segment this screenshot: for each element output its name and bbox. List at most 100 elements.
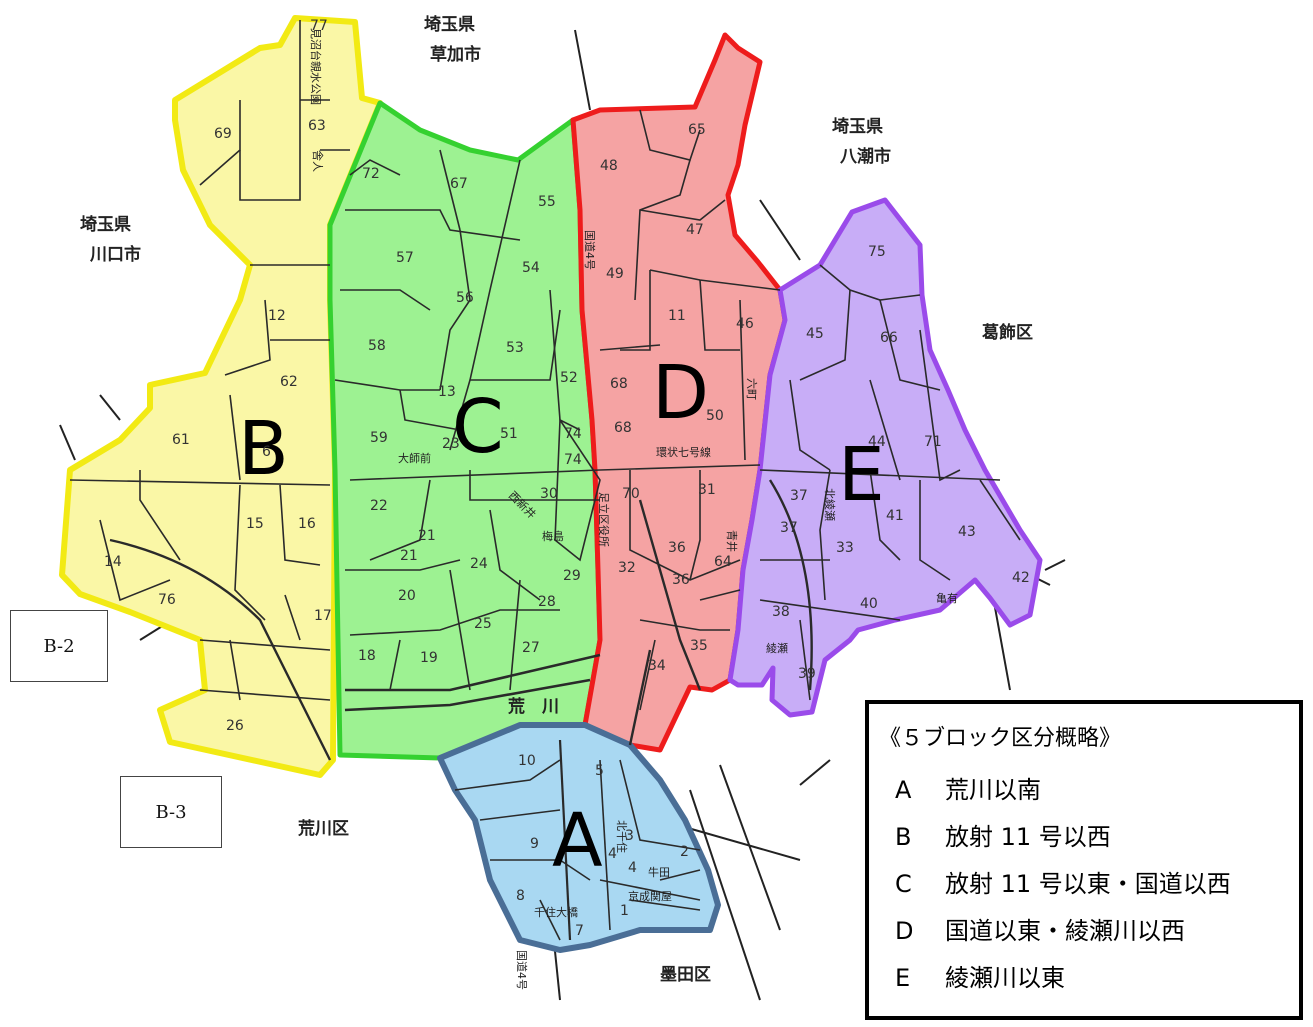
- district-number: 64: [714, 554, 732, 570]
- district-number: 36: [672, 572, 690, 588]
- district-number: 66: [880, 330, 898, 346]
- label-arakawa-river: 荒 川: [507, 696, 559, 717]
- district-number: 12: [268, 308, 286, 324]
- district-number: 76: [158, 592, 176, 608]
- district-number: 17: [314, 608, 332, 624]
- legend-code: E: [895, 964, 911, 992]
- district-number: 10: [518, 753, 536, 769]
- district-number: 25: [474, 616, 492, 632]
- block-letter-e: E: [838, 432, 885, 518]
- district-number: 5: [595, 763, 604, 779]
- district-number: 27: [522, 640, 540, 656]
- side-label-b2-text: B-2: [43, 635, 75, 657]
- district-number: 57: [396, 250, 414, 266]
- district-number: 22: [370, 498, 388, 514]
- district-number: 42: [1012, 570, 1030, 586]
- side-label-b3-text: B-3: [155, 801, 187, 823]
- district-number: 21: [400, 548, 418, 564]
- block-letter-c: C: [452, 384, 504, 470]
- district-number: 37: [780, 520, 798, 536]
- district-number: 18: [358, 648, 376, 664]
- block-letter-a: A: [552, 798, 603, 884]
- district-number: 51: [500, 426, 518, 442]
- district-number: 39: [798, 666, 816, 682]
- label-kitasenju: 北千住: [615, 820, 629, 853]
- district-number: 68: [614, 420, 632, 436]
- district-number: 29: [563, 568, 581, 584]
- district-number: 44: [868, 434, 886, 450]
- district-number: 26: [226, 718, 244, 734]
- label-arakawa-ward: 荒川区: [297, 818, 349, 839]
- legend-title: 《５ブロック区分概略》: [879, 726, 1122, 751]
- district-number: 7: [575, 923, 584, 939]
- legend-row-e: E 綾瀬川以東: [895, 958, 1065, 993]
- label-umejima: 梅島: [542, 529, 564, 543]
- legend-text: 綾瀬川以東: [945, 964, 1065, 992]
- block-letter-d: D: [652, 350, 709, 436]
- district-number: 16: [298, 516, 316, 532]
- label-rokucho: 六町: [745, 378, 758, 400]
- block-letter-b: B: [238, 406, 289, 492]
- label-ushida: 牛田: [648, 865, 670, 879]
- district-number: 68: [610, 376, 628, 392]
- label-yashio: 八潮市: [840, 146, 891, 167]
- district-number: 72: [362, 166, 380, 182]
- label-ayase: 綾瀬: [766, 641, 788, 655]
- legend-text: 放射 11 号以東・国道以西: [945, 870, 1231, 898]
- district-number: 6: [262, 444, 271, 460]
- label-saitama-left: 埼玉県: [80, 214, 131, 235]
- district-number: 4: [628, 860, 637, 876]
- district-number: 69: [214, 126, 232, 142]
- legend-code: B: [895, 823, 912, 851]
- district-number: 33: [836, 540, 854, 556]
- legend-text: 荒川以南: [945, 776, 1041, 804]
- district-number: 3: [625, 828, 634, 844]
- district-number: 75: [868, 244, 886, 260]
- side-label-b2: B-2: [10, 610, 108, 682]
- label-adachi-office: 足立区役所: [597, 492, 611, 547]
- label-kokudo-right: 国道4号: [515, 950, 529, 990]
- district-number: 38: [772, 604, 790, 620]
- district-number: 11: [668, 308, 686, 324]
- district-number: 13: [438, 384, 456, 400]
- label-kokudo4: 国道4号: [583, 230, 597, 270]
- district-number: 70: [622, 486, 640, 502]
- label-kitaayase: 北綾瀬: [823, 488, 837, 521]
- district-number: 74: [564, 452, 582, 468]
- district-number: 49: [606, 266, 624, 282]
- region-a[interactable]: [437, 722, 721, 953]
- district-number: 53: [506, 340, 524, 356]
- label-keisei-sekiya: 京成関屋: [628, 889, 672, 903]
- district-number: 8: [516, 888, 525, 904]
- legend-row-b: B 放射 11 号以西: [895, 817, 1111, 852]
- district-number: 50: [706, 408, 724, 424]
- district-number: 48: [600, 158, 618, 174]
- district-lines: [69, 20, 1021, 941]
- district-number: 67: [450, 176, 468, 192]
- district-number: 23: [442, 436, 460, 452]
- legend-code: D: [895, 917, 914, 945]
- district-number: 30: [540, 486, 558, 502]
- label-kawaguchi: 川口市: [89, 244, 141, 265]
- district-number: 35: [690, 638, 708, 654]
- legend-text: 放射 11 号以西: [945, 823, 1111, 851]
- district-number: 21: [418, 528, 436, 544]
- district-number: 55: [538, 194, 556, 210]
- district-number: 28: [538, 594, 556, 610]
- district-number: 37: [790, 488, 808, 504]
- district-number: 71: [924, 434, 942, 450]
- region-e[interactable]: [727, 197, 1043, 718]
- district-number: 1: [620, 903, 629, 919]
- district-number: 4: [608, 846, 617, 862]
- district-number: 46: [736, 316, 754, 332]
- label-saitama-right: 埼玉県: [832, 116, 883, 137]
- district-number: 61: [172, 432, 190, 448]
- legend-code: C: [895, 870, 912, 898]
- label-senju-ohashi: 千住大橋: [534, 905, 578, 919]
- district-number: 54: [522, 260, 540, 276]
- district-number: 15: [246, 516, 264, 532]
